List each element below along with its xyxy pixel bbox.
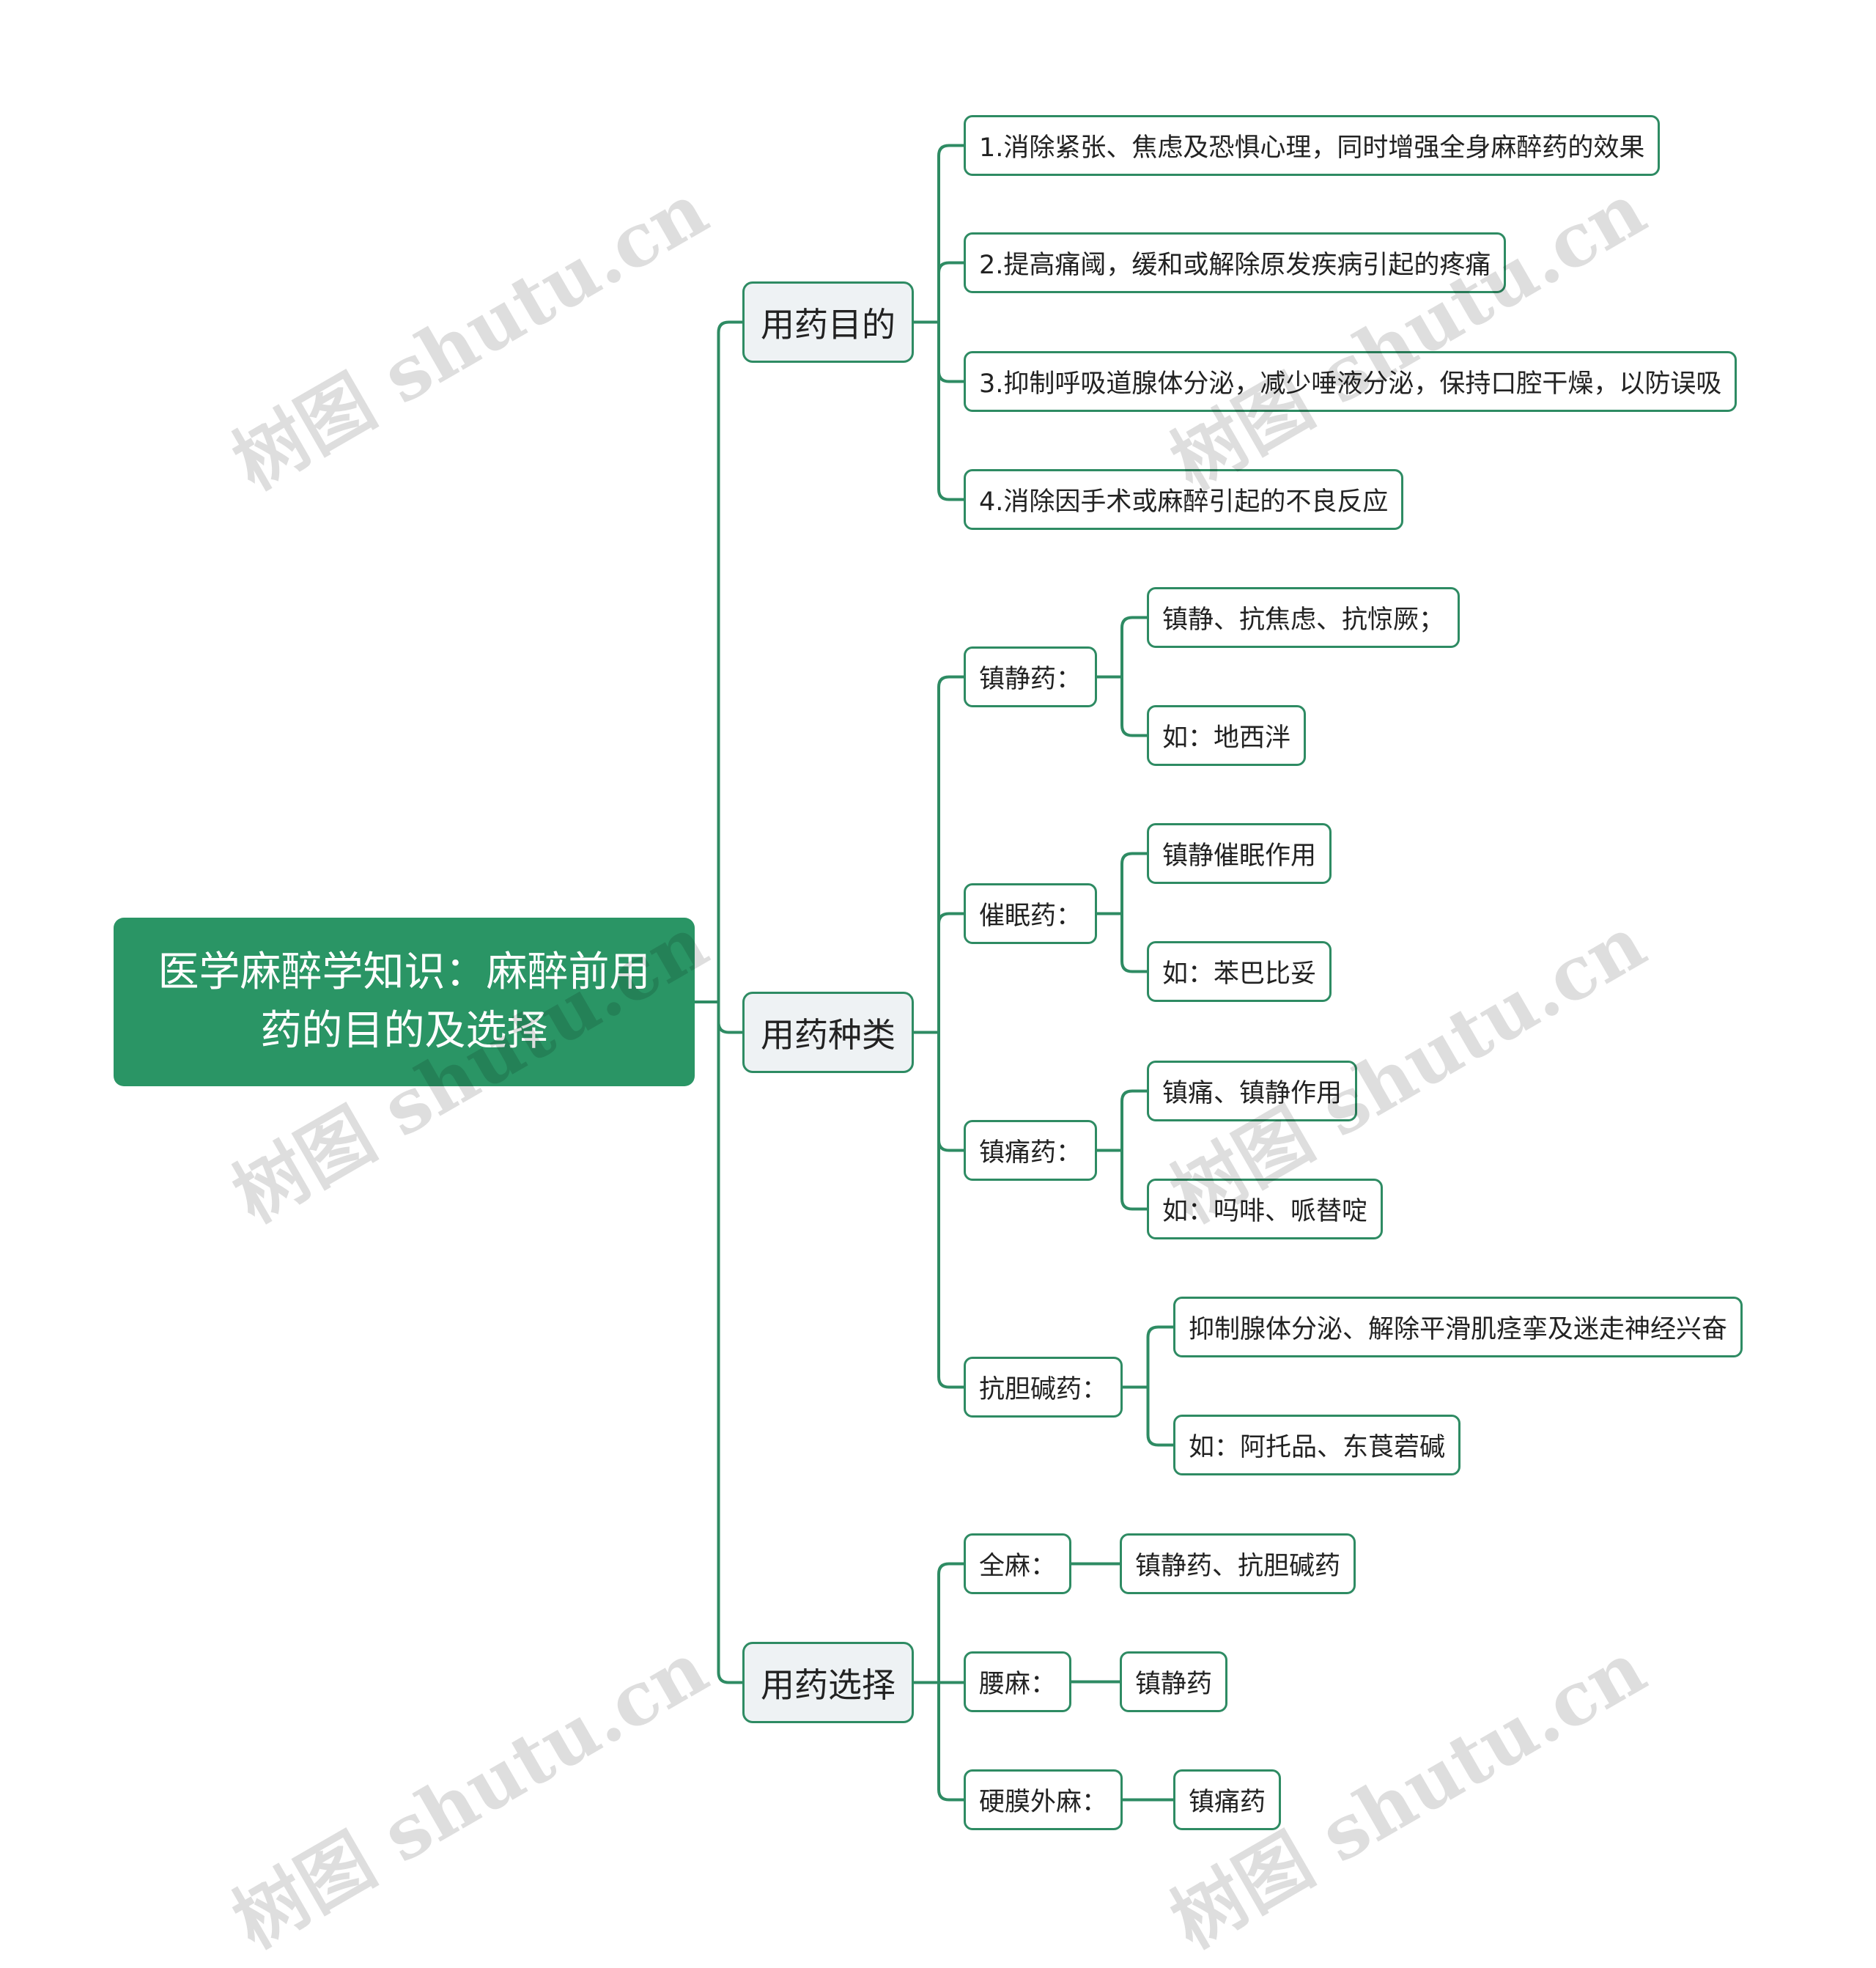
type-hypnotic-example[interactable]: 如：苯巴比妥	[1147, 941, 1332, 1002]
type-anticholinergic-effect[interactable]: 抑制腺体分泌、解除平滑肌痉挛及迷走神经兴奋	[1173, 1297, 1743, 1357]
branch-purpose[interactable]: 用药目的	[742, 281, 914, 363]
connector-root-topic	[693, 320, 744, 1684]
type-analgesic-effect[interactable]: 镇痛、镇静作用	[1147, 1061, 1358, 1121]
type-sedative-effect[interactable]: 镇静、抗焦虑、抗惊厥；	[1147, 587, 1460, 648]
purpose-item-4[interactable]: 4.消除因手术或麻醉引起的不良反应	[964, 469, 1404, 530]
connector-type-anticholinergic	[1121, 1325, 1175, 1447]
type-sedative-example[interactable]: 如：地西泮	[1147, 705, 1307, 766]
connector-branch-purpose	[912, 144, 965, 501]
type-analgesic-example[interactable]: 如：吗啡、哌替啶	[1147, 1179, 1384, 1239]
connector-branch-selection	[912, 1562, 965, 1802]
type-sedative[interactable]: 镇静药：	[964, 646, 1098, 707]
selection-spinal[interactable]: 腰麻：	[964, 1651, 1072, 1712]
connector-type-hypnotic	[1096, 852, 1148, 973]
purpose-item-1[interactable]: 1.消除紧张、焦虑及恐惧心理，同时增强全身麻醉药的效果	[964, 115, 1661, 176]
connector-type-analgesic	[1096, 1089, 1148, 1211]
selection-epidural-drug[interactable]: 镇痛药	[1173, 1769, 1282, 1830]
type-hypnotic-effect[interactable]: 镇静催眠作用	[1147, 823, 1332, 884]
type-anticholinergic[interactable]: 抗胆碱药：	[964, 1357, 1123, 1418]
selection-general[interactable]: 全麻：	[964, 1533, 1072, 1594]
branch-selection[interactable]: 用药选择	[742, 1642, 914, 1723]
purpose-item-3[interactable]: 3.抑制呼吸道腺体分泌，减少唾液分泌，保持口腔干燥，以防误吸	[964, 351, 1737, 412]
type-analgesic[interactable]: 镇痛药：	[964, 1120, 1098, 1181]
type-anticholinergic-example[interactable]: 如：阿托品、东莨菪碱	[1173, 1415, 1461, 1475]
selection-general-drug[interactable]: 镇静药、抗胆碱药	[1120, 1533, 1356, 1594]
connector-branch-types	[912, 675, 965, 1389]
selection-spinal-drug[interactable]: 镇静药	[1120, 1651, 1228, 1712]
connector-type-sedative	[1096, 616, 1148, 737]
branch-types[interactable]: 用药种类	[742, 992, 914, 1073]
root-topic[interactable]: 医学麻醉学知识：麻醉前用药的目的及选择	[114, 918, 695, 1086]
type-hypnotic[interactable]: 催眠药：	[964, 883, 1098, 944]
selection-epidural[interactable]: 硬膜外麻：	[964, 1769, 1123, 1830]
purpose-item-2[interactable]: 2.提高痛阈，缓和或解除原发疾病引起的疼痛	[964, 232, 1507, 293]
